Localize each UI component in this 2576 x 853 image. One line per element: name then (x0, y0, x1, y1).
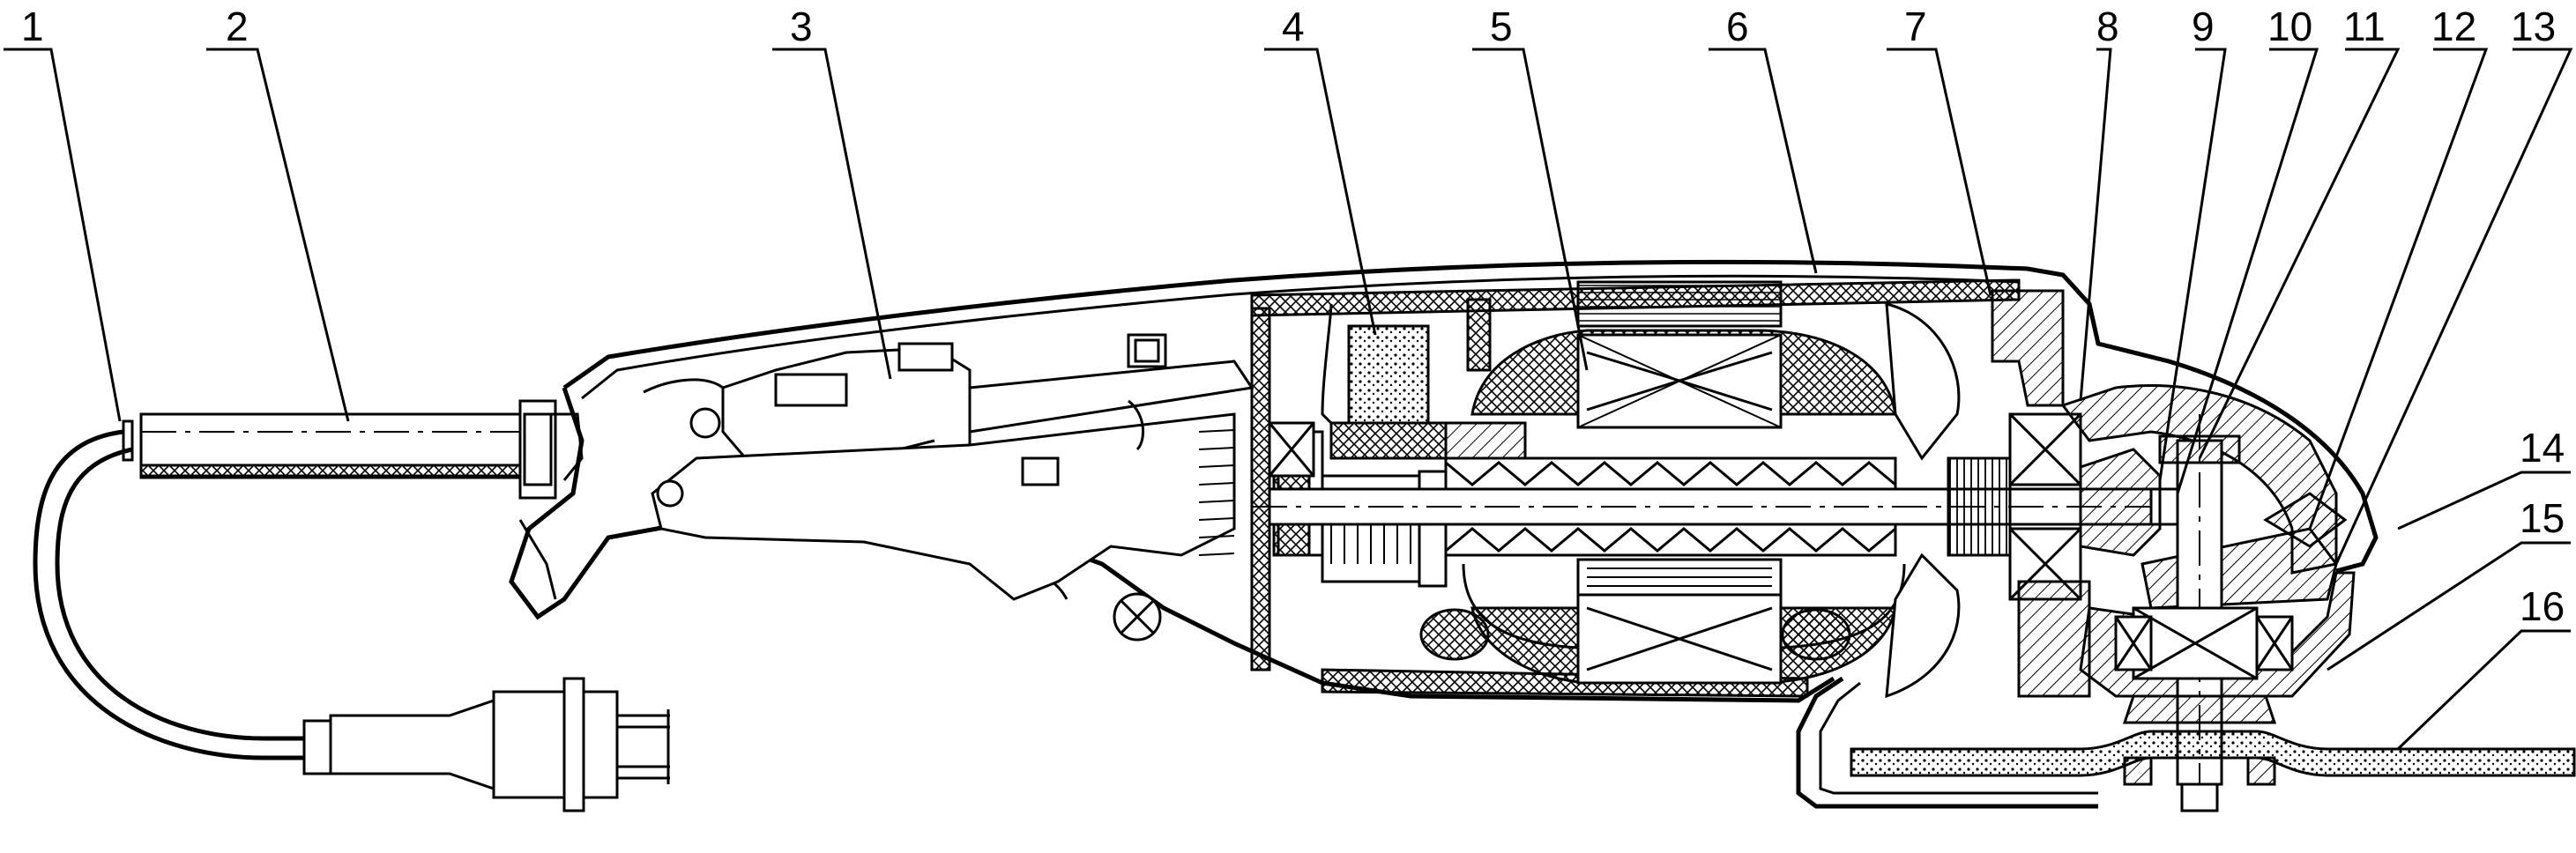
callout-5: 5 (1490, 4, 1513, 49)
power-plug (302, 677, 670, 812)
rear-bearing (1268, 421, 1315, 478)
callout-1: 1 (21, 4, 44, 49)
callout-15: 15 (2520, 495, 2565, 541)
inner-flange (2122, 694, 2277, 724)
cooling-fan (1885, 302, 2012, 699)
callout-10: 10 (2267, 4, 2312, 49)
power-cord (33, 419, 317, 760)
callout-leaders (4, 48, 2573, 751)
wheel-guard (1796, 676, 2098, 809)
callout-7: 7 (1904, 4, 1927, 49)
callout-6: 6 (1726, 4, 1749, 49)
motor-shaft (1252, 487, 2204, 526)
armature-stator (1419, 280, 1906, 685)
callout-13: 13 (2511, 4, 2556, 49)
callout-2: 2 (226, 4, 249, 49)
spindle (2132, 414, 2259, 793)
callout-labels: 1 2 3 4 5 6 7 8 9 10 11 12 13 14 15 16 (21, 4, 2565, 629)
carbon-brush-holder (1272, 303, 1527, 557)
spindle-bearing (2114, 615, 2294, 671)
callout-8: 8 (2096, 4, 2119, 49)
callout-14: 14 (2520, 425, 2565, 471)
trigger (651, 399, 1236, 601)
callout-11: 11 (2343, 4, 2386, 49)
callout-4: 4 (1282, 4, 1305, 49)
callout-12: 12 (2431, 4, 2476, 49)
switch-assembly (643, 342, 1254, 495)
callout-9: 9 (2192, 4, 2215, 49)
cord-sleeve (139, 399, 557, 500)
outer-flange-nut (2123, 756, 2276, 812)
vent-slots (1113, 333, 1235, 642)
callout-16: 16 (2520, 583, 2565, 629)
callout-3: 3 (790, 4, 813, 49)
